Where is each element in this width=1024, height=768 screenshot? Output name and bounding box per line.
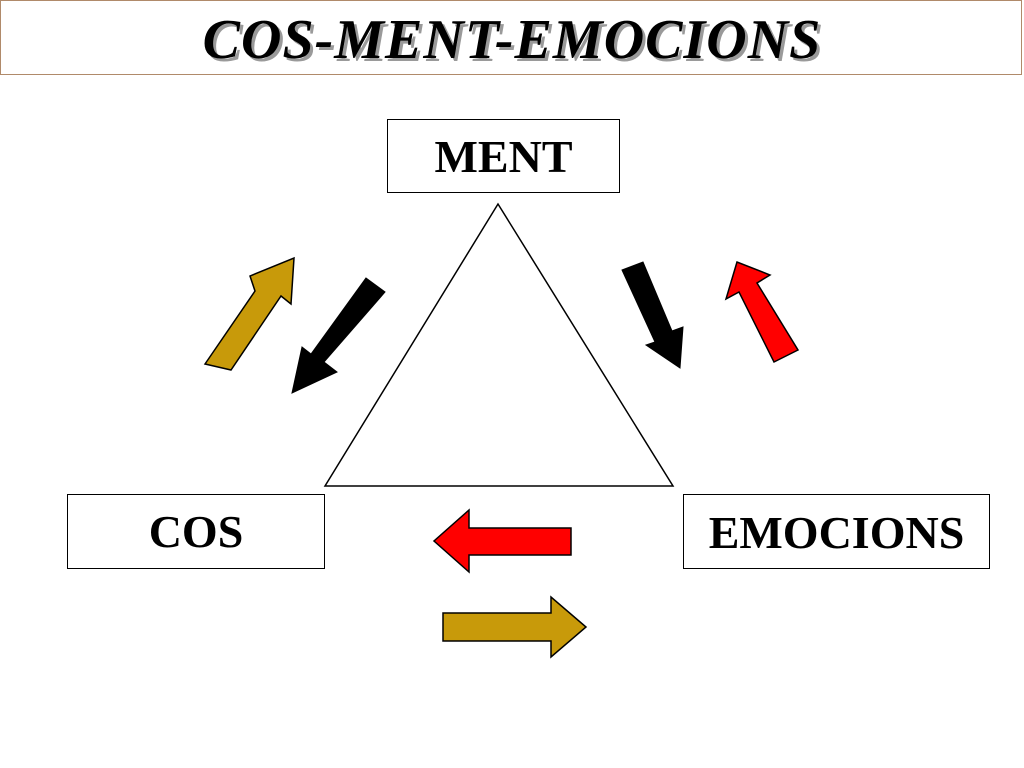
central-triangle	[323, 202, 675, 487]
page-title: COS-MENT-EMOCIONS	[202, 9, 822, 71]
arrow-red-left	[432, 508, 572, 574]
arrow-gold-right	[442, 595, 588, 659]
node-ment: MENT	[387, 119, 620, 193]
title-bar: COS-MENT-EMOCIONS	[0, 0, 1022, 75]
arrow-black-down-left	[291, 277, 386, 394]
arrow-gold-up-left	[203, 256, 295, 371]
node-emocions: EMOCIONS	[683, 494, 990, 569]
arrow-red-up-right	[724, 261, 800, 364]
arrow-black-down-right	[621, 261, 684, 369]
node-cos: COS	[67, 494, 325, 569]
